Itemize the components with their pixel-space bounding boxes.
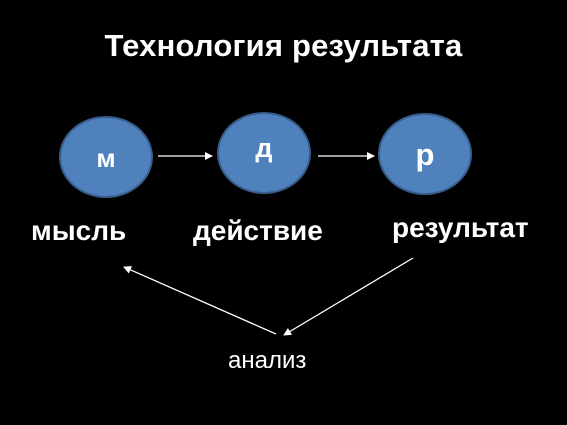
arrow-analysis-to-thought (123, 266, 277, 335)
node-action: д (217, 112, 311, 194)
node-thought-letter: м (96, 142, 116, 173)
label-result: результат (392, 212, 529, 243)
label-action: действие (193, 215, 323, 246)
node-thought: м (59, 116, 153, 198)
slide-title: Технология результата (104, 28, 463, 63)
arrow-result-to-analysis (283, 257, 414, 336)
node-result: р (378, 113, 472, 195)
label-analysis: анализ (228, 347, 307, 374)
label-thought: мысль (31, 215, 127, 246)
node-result-letter: р (415, 137, 435, 172)
node-action-letter: д (255, 132, 273, 163)
